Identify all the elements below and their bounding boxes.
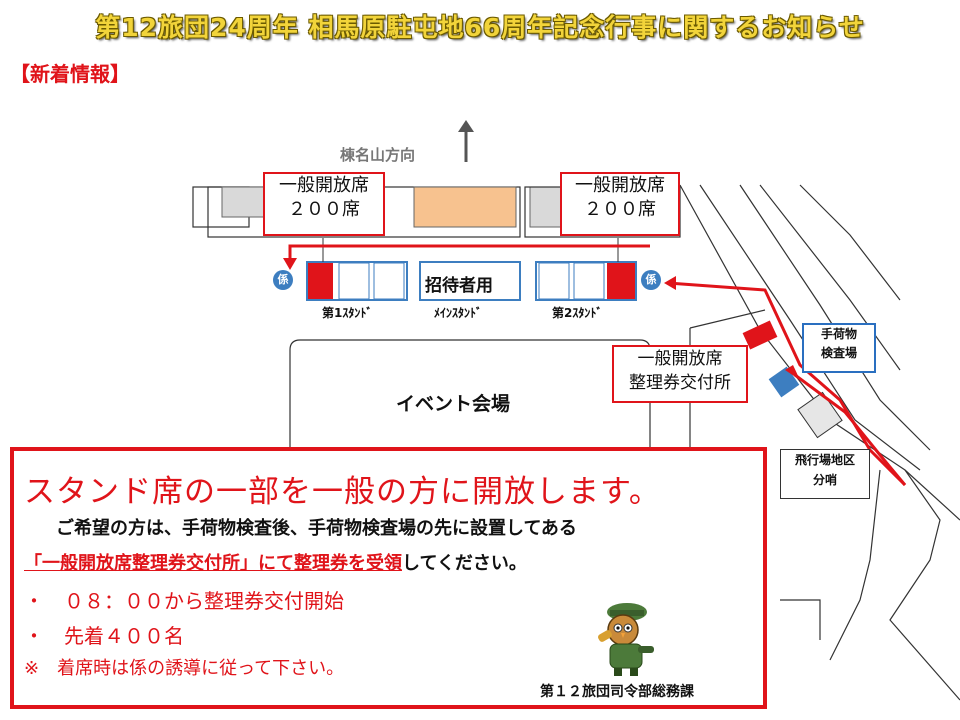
ticket-office-line2: 整理券交付所 [629,373,731,393]
stand-1-block-a [338,262,370,300]
route-branch-arrowhead [785,365,800,380]
general-seat-box-right: 一般開放席 ２００席 [560,172,680,236]
guest-seat-label: 招待者用 [425,276,493,296]
baggage-check-box: 手荷物 検査場 [802,323,876,373]
building-gray-left [221,186,265,218]
baggage-check-line1: 手荷物 [820,327,857,341]
notice-bullet-2: ・ 先着４００名 [24,624,184,648]
mountain-direction-label: 棟名山方向 [340,146,416,164]
stand-1-block-b [373,262,405,300]
road-5 [799,184,901,301]
main-stand-label: ﾒｲﾝｽﾀﾝﾄﾞ [434,306,483,320]
ticket-office-marker [742,320,778,350]
route-branch [794,373,907,486]
road-7 [889,469,960,701]
ticket-office-box: 一般開放席 整理券交付所 [612,345,748,403]
general-seat-left-line2: ２００席 [288,199,360,220]
mascot-icon [598,603,654,676]
page-title: 第12旅団24周年 相馬原駐屯地66周年記念行事に関するお知らせ [95,13,865,42]
airfield-guard-box: 飛行場地区 分哨 [780,449,870,499]
notice-line1: ご希望の方は、手荷物検査後、手荷物検査場の先に設置してある [56,518,577,539]
signature: 第１２旅団司令部総務課 [540,684,694,700]
stand-1-general-seat [308,263,333,299]
event-venue-label: イベント会場 [396,393,511,415]
guard-box [797,391,843,439]
stand-2-label: 第2ｽﾀﾝﾄﾞ [552,306,603,320]
road-4 [759,184,901,371]
road-connector [689,309,766,329]
general-seat-left-line1: 一般開放席 [279,175,369,196]
stand-2-block-b [573,262,605,300]
airfield-line1: 飛行場地区 [794,453,855,467]
main-stand [419,261,521,301]
notice-bullet-1: ・ ０８：００から整理券交付開始 [24,589,344,613]
route-left-arrowhead [283,258,297,270]
baggage-check-line2: 検査場 [820,346,857,360]
notice-note: ※ 着席時は係の誘導に従って下さい。 [24,658,345,679]
general-seat-right-line2: ２００席 [584,199,656,220]
notice-line2-rest: してください。 [402,553,527,574]
notice-line2-highlight: 「一般開放席整理券交付所」にて整理券を受領 [24,553,402,574]
route-main-arrowhead [664,276,676,290]
notice-headline: スタンド席の一部を一般の方に開放します。 [24,474,661,510]
route-main [667,281,907,487]
stand-2-block-a [538,262,570,300]
general-seat-box-left: 一般開放席 ２００席 [263,172,385,236]
news-label: 【新着情報】 [10,62,130,86]
notice-line2: 「一般開放席整理券交付所」にて整理券を受領してください。 [24,549,527,575]
staff-marker-left: 係 [273,270,293,290]
route-left [288,244,650,262]
ticket-office-line1: 一般開放席 [637,349,723,369]
building-orange [413,186,517,228]
general-seat-right-line1: 一般開放席 [575,175,665,196]
airfield-line2: 分哨 [812,473,837,487]
north-arrowhead [458,120,474,132]
staff-marker-right: 係 [641,270,661,290]
stand-2-general-seat [607,263,635,299]
stand-1-label: 第1ｽﾀﾝﾄﾞ [322,306,373,320]
road-8 [780,599,821,640]
road-6 [829,469,881,661]
